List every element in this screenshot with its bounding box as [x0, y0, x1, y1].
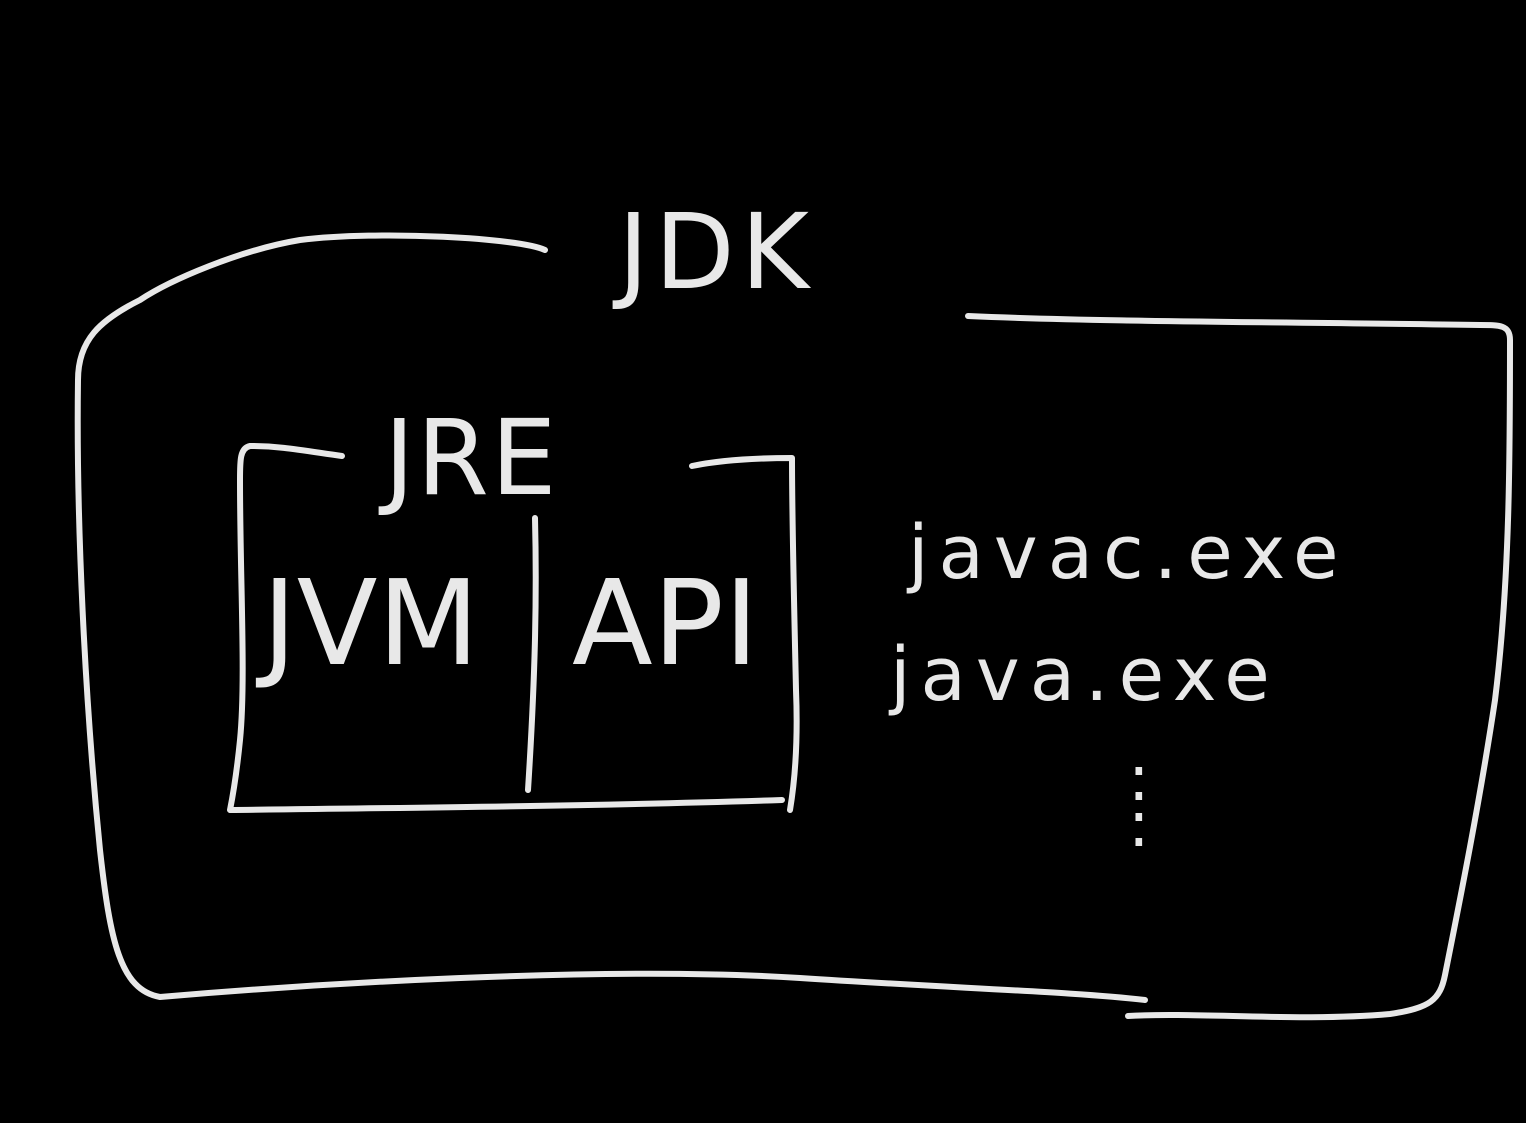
jdk-box	[74, 232, 1513, 1021]
javac-exe-label: javac.exe	[906, 510, 1349, 596]
java-exe-label: java.exe	[888, 632, 1280, 718]
ellipsis-dots-2: :	[1128, 788, 1150, 862]
jre-label: JRE	[378, 397, 559, 519]
ellipsis-dots-1: :	[1128, 742, 1150, 816]
jvm-label: JVM	[255, 554, 479, 692]
jre-box	[227, 443, 800, 813]
api-label: API	[572, 554, 759, 692]
jre-divider	[525, 515, 539, 793]
jdk-label: JDK	[612, 191, 815, 313]
